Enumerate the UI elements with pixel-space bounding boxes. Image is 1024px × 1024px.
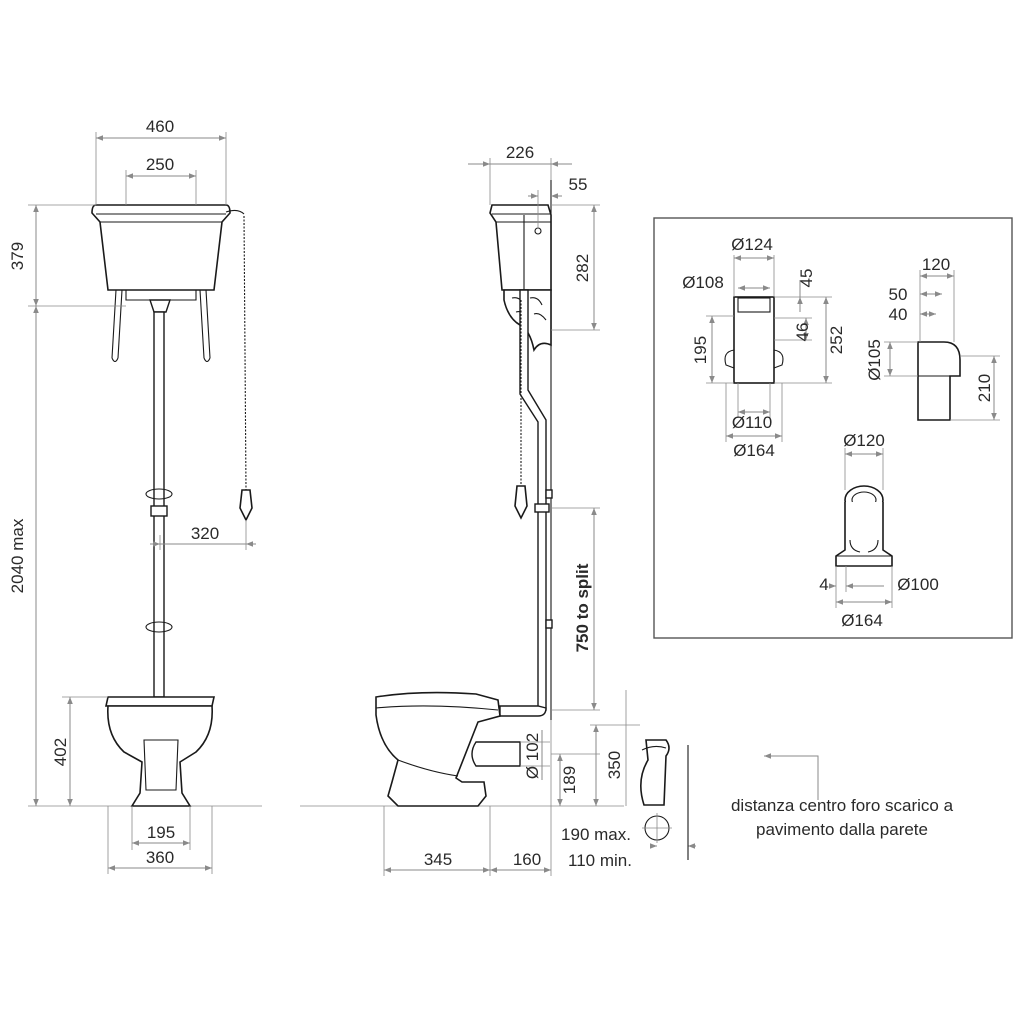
- dim-d124: Ø124: [731, 235, 773, 254]
- dim-210: 210: [975, 374, 994, 402]
- dim-189: 189: [560, 766, 579, 794]
- dim-45: 45: [797, 269, 816, 288]
- side-view: 226 55 282 750 to split 345 160 Ø 102 18…: [300, 143, 696, 876]
- detail-frame: [653, 217, 1013, 639]
- dim-4: 4: [819, 575, 828, 594]
- dim-252: 252: [827, 326, 846, 354]
- dim-195-detail: 195: [691, 336, 710, 364]
- dim-190-max: 190 max.: [561, 825, 631, 844]
- dim-d110: Ø110: [732, 413, 772, 432]
- straight-connector: [733, 296, 775, 384]
- dim-320: 320: [191, 524, 219, 543]
- pull-chain: [243, 215, 247, 491]
- dim-diameter-102: Ø 102: [523, 733, 542, 779]
- dim-d164-top: Ø164: [733, 441, 775, 460]
- dim-460: 460: [146, 117, 174, 136]
- cistern-front: [91, 204, 231, 291]
- dim-282: 282: [573, 254, 592, 282]
- dim-d108: Ø108: [682, 273, 724, 292]
- dim-379: 379: [8, 242, 27, 270]
- outlet-spigot: [471, 741, 521, 767]
- dim-345: 345: [424, 850, 452, 869]
- pan-side: [375, 691, 501, 807]
- dim-226: 226: [506, 143, 534, 162]
- dim-195: 195: [147, 823, 175, 842]
- note: distanza centro foro scarico a pavimento…: [731, 753, 954, 839]
- dim-250: 250: [146, 155, 174, 174]
- pull-handle: [239, 489, 253, 522]
- bracket-right: [199, 289, 211, 363]
- offset-connector: [640, 739, 670, 806]
- dim-2040-max: 2040 max: [8, 518, 27, 593]
- dim-d164-bottom: Ø164: [841, 611, 883, 630]
- dim-750-to-split: 750 to split: [573, 563, 592, 652]
- note-line-2: pavimento dalla parete: [756, 820, 928, 839]
- dim-55: 55: [569, 175, 588, 194]
- front-view: 460 250 379 2040 max 320 402 195 360: [8, 117, 262, 874]
- detail-box: Ø124 Ø108 45 46 252 195 Ø110 Ø164 120: [653, 217, 1013, 639]
- cistern-side: [489, 204, 552, 291]
- flush-pipe-front: [153, 311, 165, 698]
- dim-160: 160: [513, 850, 541, 869]
- dim-40: 40: [889, 305, 908, 324]
- dim-110-min: 110 min.: [568, 851, 632, 870]
- dim-46: 46: [793, 323, 812, 342]
- dim-d120: Ø120: [843, 431, 885, 450]
- dim-350: 350: [605, 751, 624, 779]
- dim-50: 50: [889, 285, 908, 304]
- dim-d105: Ø105: [865, 339, 884, 381]
- pan-seat-front: [105, 696, 215, 707]
- dim-360: 360: [146, 848, 174, 867]
- elbow-connector: [917, 341, 961, 421]
- note-line-1: distanza centro foro scarico a: [731, 796, 954, 815]
- dim-120-top: 120: [922, 255, 950, 274]
- dim-d100: Ø100: [897, 575, 939, 594]
- pan-front: [107, 705, 213, 807]
- dim-402: 402: [51, 738, 70, 766]
- bracket-left: [111, 289, 123, 363]
